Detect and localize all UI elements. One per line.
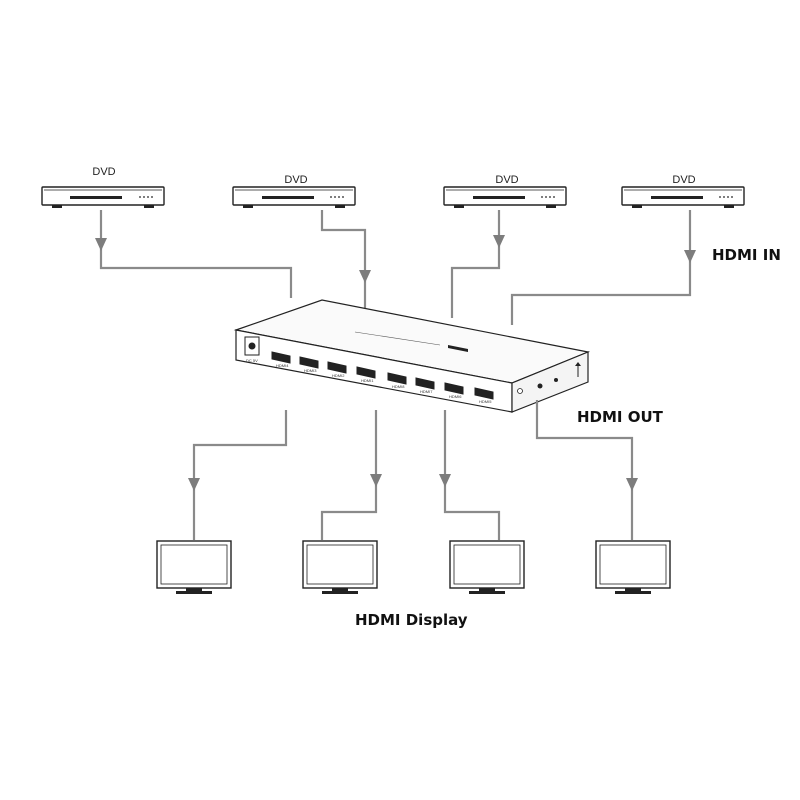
output-cable-1 — [188, 410, 288, 540]
arrow-down-icon — [684, 250, 696, 263]
svg-text:HDMI2: HDMI2 — [332, 373, 345, 378]
dvd-player-3: DVD — [443, 174, 567, 208]
monitor-icon — [449, 540, 525, 594]
dvd-player-2: DVD — [232, 174, 356, 208]
dvd-player-1: DVD — [41, 166, 165, 208]
input-cable-4 — [510, 210, 696, 325]
input-cable-2 — [320, 210, 371, 308]
svg-text:HDMI8: HDMI8 — [392, 384, 405, 389]
arrow-down-icon — [370, 474, 382, 487]
display-3 — [449, 540, 525, 594]
arrow-down-icon — [493, 235, 505, 248]
monitor-icon — [302, 540, 378, 594]
input-cable-1 — [95, 210, 293, 298]
display-1 — [156, 540, 232, 594]
output-cable-4 — [535, 400, 638, 540]
arrow-down-icon — [188, 478, 200, 491]
svg-text:HDMI6: HDMI6 — [449, 394, 462, 399]
arrow-down-icon — [626, 478, 638, 491]
monitor-icon — [595, 540, 671, 594]
svg-text:HDMI1: HDMI1 — [361, 378, 374, 383]
dvd-player-icon — [232, 186, 356, 208]
dvd-label-3: DVD — [495, 174, 518, 186]
svg-text:DC 5V: DC 5V — [246, 358, 258, 363]
dvd-label-1: DVD — [92, 166, 115, 178]
input-cable-3 — [450, 210, 505, 318]
arrow-down-icon — [439, 474, 451, 487]
svg-text:HDMI4: HDMI4 — [276, 363, 289, 368]
svg-text:HDMI3: HDMI3 — [304, 368, 317, 373]
hdmi-display-label: HDMI Display — [355, 611, 468, 629]
dvd-player-4: DVD — [621, 174, 745, 208]
arrow-down-icon — [359, 270, 371, 283]
display-2 — [302, 540, 378, 594]
dvd-player-icon — [621, 186, 745, 208]
svg-text:HDMI5: HDMI5 — [479, 399, 492, 404]
hdmi-in-label: HDMI IN — [712, 246, 781, 264]
output-cable-2 — [320, 410, 382, 540]
dvd-label-4: DVD — [672, 174, 695, 186]
display-4 — [595, 540, 671, 594]
svg-text:HDMI7: HDMI7 — [420, 389, 433, 394]
monitor-icon — [156, 540, 232, 594]
dvd-player-icon — [443, 186, 567, 208]
hdmi-out-label: HDMI OUT — [577, 408, 664, 426]
hdmi-matrix-switch-icon: DC 5V HDMI4 HDMI3 HDMI2 HDMI1 HDMI8 HDMI… — [233, 299, 591, 413]
arrow-down-icon — [95, 238, 107, 251]
dvd-player-icon — [41, 186, 165, 208]
output-cable-3 — [439, 410, 501, 540]
dvd-label-2: DVD — [284, 174, 307, 186]
